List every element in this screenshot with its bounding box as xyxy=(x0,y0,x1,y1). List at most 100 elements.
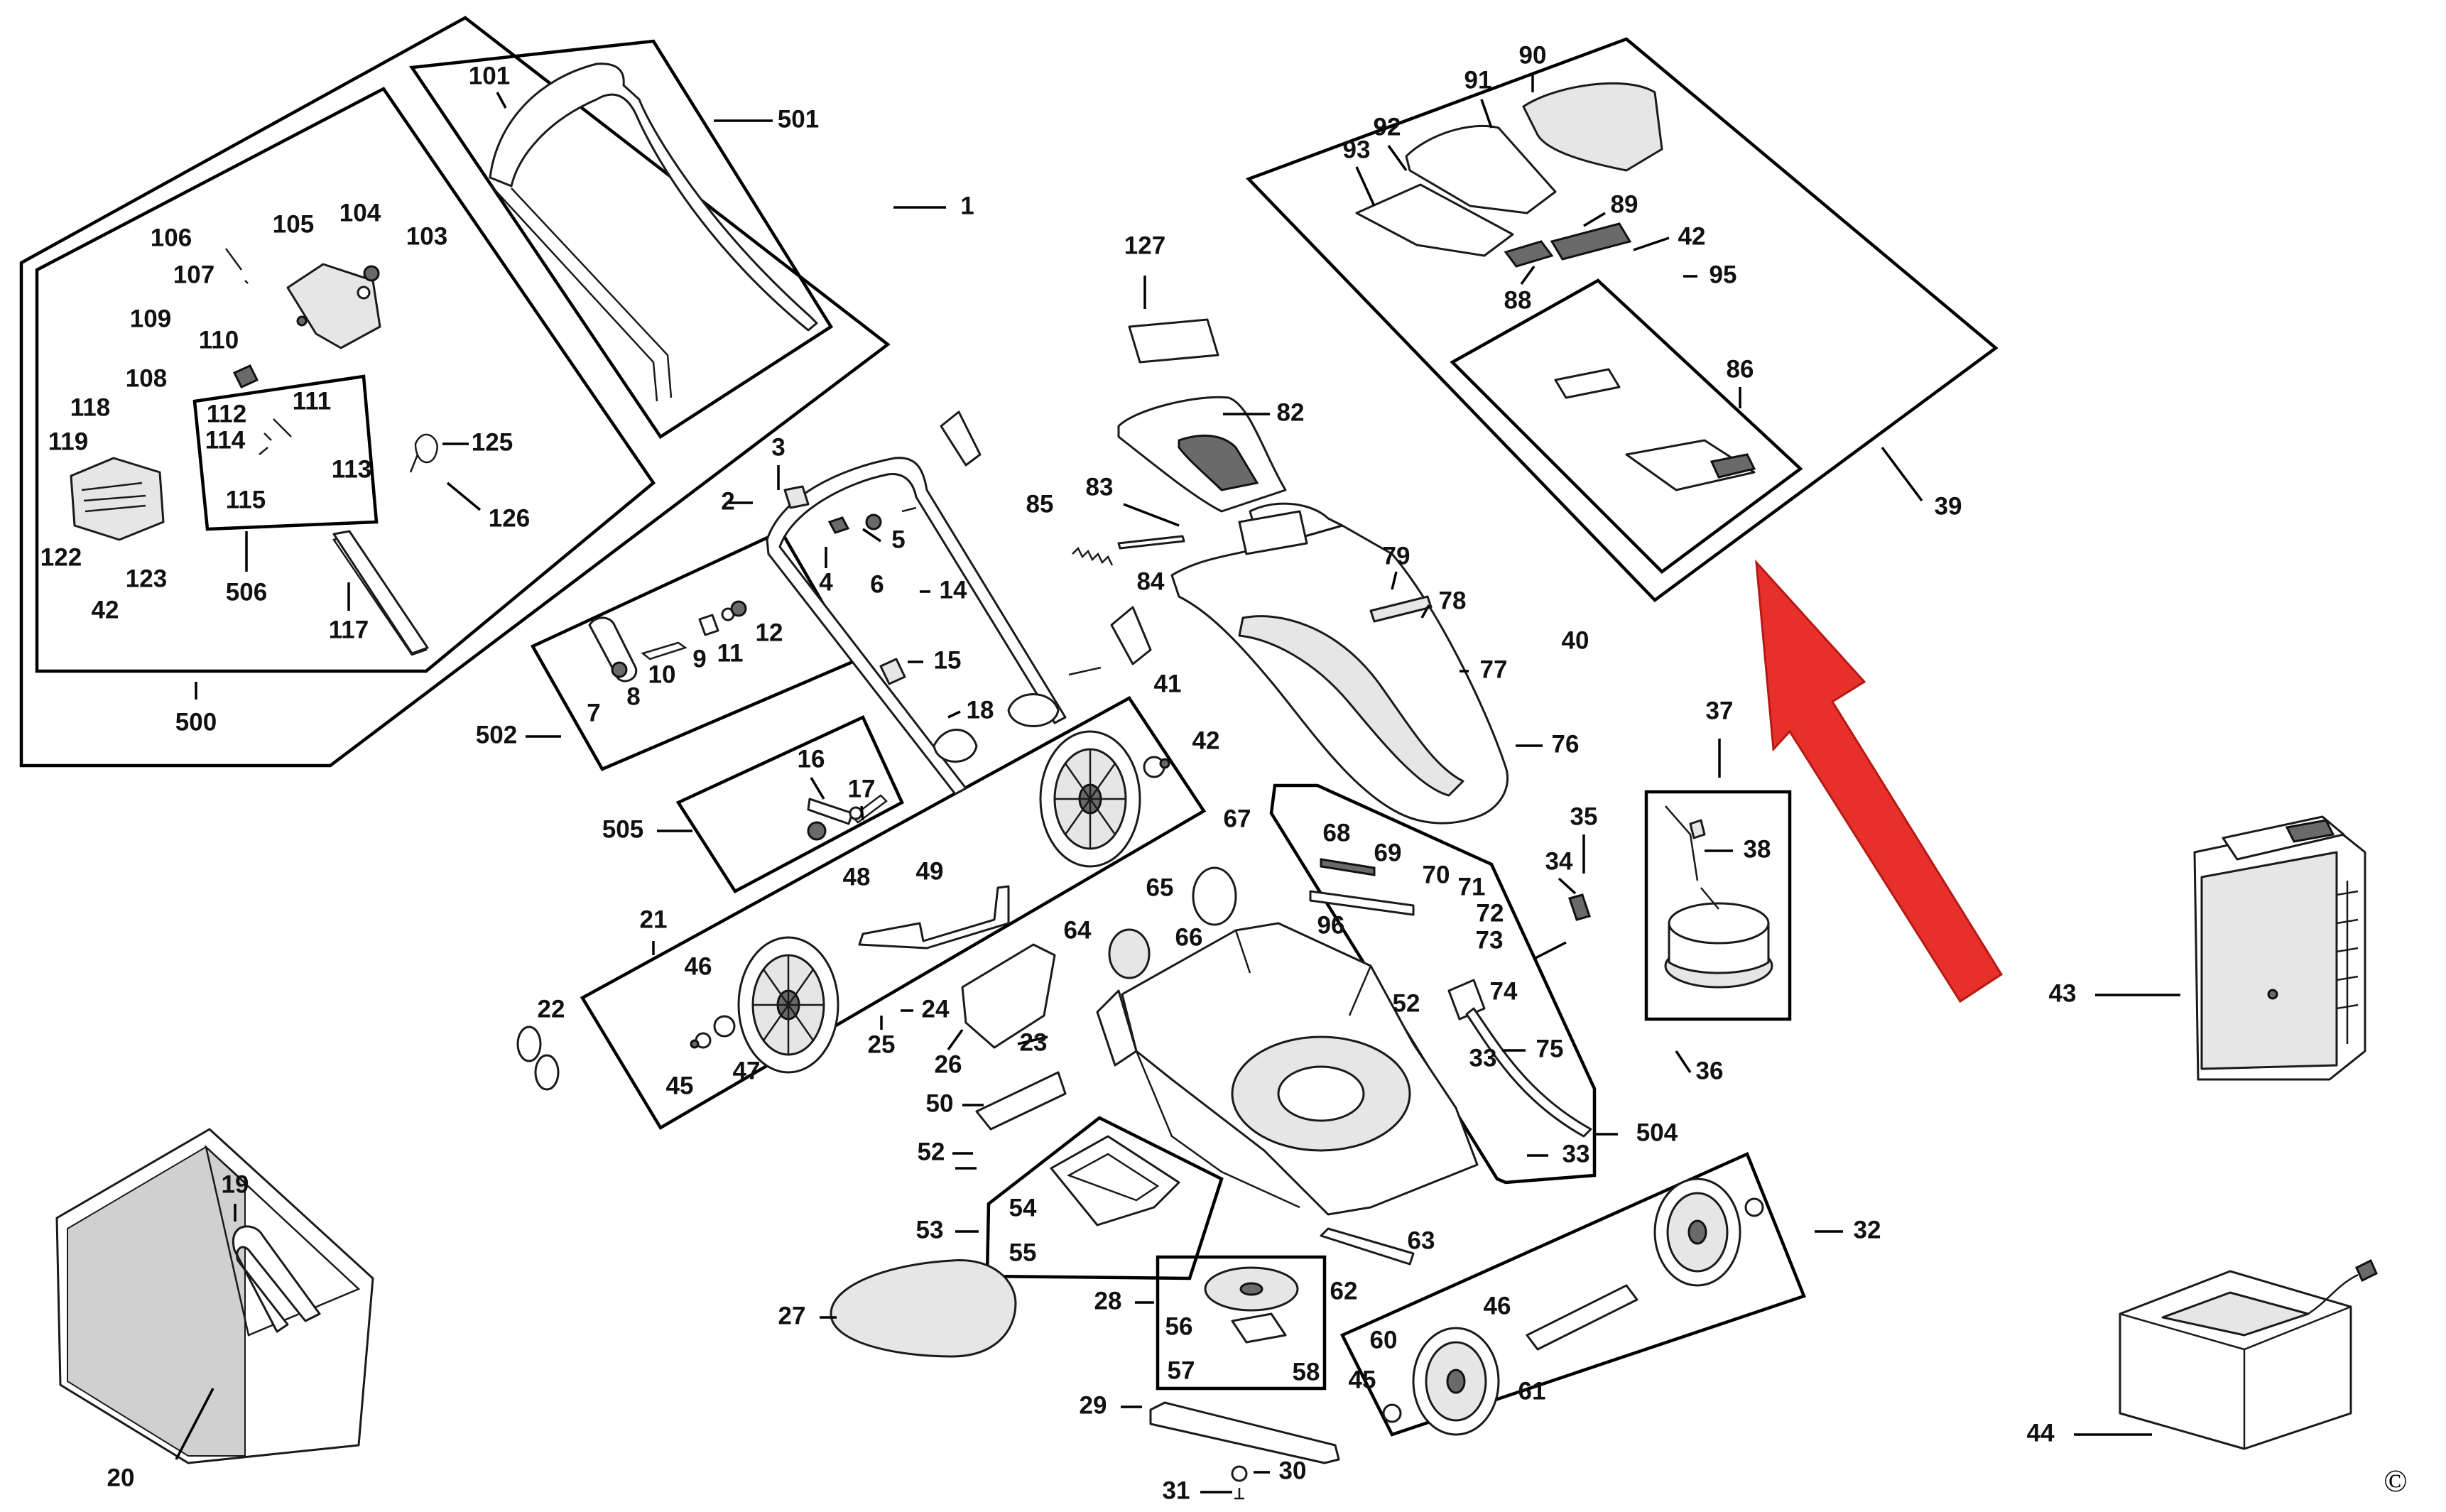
part-label-65: 65 xyxy=(1146,874,1174,901)
part-label-54: 54 xyxy=(1009,1194,1037,1222)
frame-37 xyxy=(1644,790,1792,1021)
part-label-46: 46 xyxy=(1484,1292,1511,1320)
part-label-502: 502 xyxy=(476,721,517,749)
strip-78-drawing xyxy=(1369,595,1433,623)
handle-lower-drawing xyxy=(766,410,1152,795)
part-label-21: 21 xyxy=(640,905,668,933)
wheel-rear-drawing xyxy=(1039,730,1170,868)
part-label-58: 58 xyxy=(1293,1358,1320,1386)
frame-wheels-21 xyxy=(580,696,1207,1131)
cover-82-window xyxy=(1178,434,1259,491)
part-label-127: 127 xyxy=(1124,232,1165,259)
part-label-42: 42 xyxy=(1192,727,1220,754)
part-label-53: 53 xyxy=(916,1216,944,1244)
part-label-85: 85 xyxy=(1026,490,1054,518)
part-label-122: 122 xyxy=(40,543,82,571)
part-label-16: 16 xyxy=(798,745,825,773)
part-label-77: 77 xyxy=(1480,656,1508,683)
part-label-111: 111 xyxy=(293,387,332,415)
part-label-62: 62 xyxy=(1330,1277,1358,1305)
part-label-112: 112 xyxy=(207,400,246,428)
part-label-66: 66 xyxy=(1175,923,1203,951)
part-label-43: 43 xyxy=(2049,979,2077,1007)
part-label-69: 69 xyxy=(1374,839,1402,866)
part-label-505: 505 xyxy=(602,815,643,843)
part-label-115: 115 xyxy=(226,486,266,513)
part-label-89: 89 xyxy=(1611,190,1638,218)
rod-84-drawing xyxy=(1117,535,1185,550)
lever-505-drawing xyxy=(807,794,888,841)
part-label-72: 72 xyxy=(1477,899,1504,927)
part-label-56: 56 xyxy=(1165,1312,1193,1340)
part-label-18: 18 xyxy=(967,696,994,724)
part-label-2: 2 xyxy=(721,487,734,515)
gear-35-drawing xyxy=(1568,893,1591,921)
part-label-20: 20 xyxy=(107,1464,135,1491)
flap-drawing xyxy=(961,943,1180,1227)
part-label-68: 68 xyxy=(1323,819,1351,847)
latch-25-drawing xyxy=(1238,510,1308,555)
part-label-96: 96 xyxy=(1317,911,1345,939)
frame-handle-501 xyxy=(409,39,834,440)
part-label-113: 113 xyxy=(332,455,371,483)
part-label-117: 117 xyxy=(329,616,369,643)
part-label-104: 104 xyxy=(339,199,381,227)
part-label-110: 110 xyxy=(199,326,239,354)
part-label-83: 83 xyxy=(1086,473,1114,501)
wheel-left-drawing xyxy=(690,936,839,1074)
part-label-52: 52 xyxy=(1393,989,1420,1017)
part-label-35: 35 xyxy=(1570,803,1598,830)
blade-drawing xyxy=(1149,1401,1340,1464)
part-label-88: 88 xyxy=(1504,286,1532,314)
frame-504 xyxy=(1269,783,1597,1185)
part-label-47: 47 xyxy=(733,1057,761,1084)
part-label-5: 5 xyxy=(891,526,905,553)
part-label-84: 84 xyxy=(1137,567,1165,595)
part-label-7: 7 xyxy=(587,699,600,727)
part-label-46: 46 xyxy=(685,952,712,980)
parts-504-drawing xyxy=(1309,858,1592,1138)
part-label-71: 71 xyxy=(1458,873,1486,901)
frame-battery-box-39 xyxy=(1245,37,1999,602)
part-label-8: 8 xyxy=(626,682,640,710)
spacers-drawing xyxy=(516,1026,560,1091)
part-label-6: 6 xyxy=(870,570,884,598)
leader-lines xyxy=(175,75,2180,1494)
part-label-125: 125 xyxy=(472,428,513,456)
deck-drawing xyxy=(1096,866,1479,1216)
part-label-39: 39 xyxy=(1935,492,1962,520)
part-label-504: 504 xyxy=(1636,1119,1678,1146)
part-label-41: 41 xyxy=(1154,670,1182,697)
rear-wheels-drawing xyxy=(1382,1177,1764,1436)
spring-85-drawing xyxy=(1072,546,1114,566)
part-label-79: 79 xyxy=(1383,542,1410,570)
motor-drawing xyxy=(1664,805,1773,989)
label-127-drawing xyxy=(1128,318,1219,364)
height-lever-drawing xyxy=(588,600,747,682)
part-label-118: 118 xyxy=(70,393,110,421)
part-label-57: 57 xyxy=(1168,1356,1195,1384)
part-label-60: 60 xyxy=(1370,1326,1398,1354)
part-label-501: 501 xyxy=(778,105,819,133)
part-label-22: 22 xyxy=(538,995,565,1023)
part-label-92: 92 xyxy=(1374,113,1401,141)
part-label-28: 28 xyxy=(1094,1287,1122,1315)
part-label-109: 109 xyxy=(130,305,171,332)
part-label-45: 45 xyxy=(666,1072,694,1099)
fan-drawing xyxy=(1204,1266,1299,1344)
part-label-126: 126 xyxy=(489,504,530,532)
parts-artwork xyxy=(55,62,2378,1500)
part-label-101: 101 xyxy=(469,62,510,89)
part-label-506: 506 xyxy=(226,578,267,606)
part-label-73: 73 xyxy=(1476,926,1504,954)
red-direction-arrow xyxy=(1755,559,2004,1004)
part-label-42: 42 xyxy=(92,596,119,624)
part-label-14: 14 xyxy=(940,576,967,604)
part-label-52: 52 xyxy=(918,1138,945,1165)
part-label-1: 1 xyxy=(960,192,974,219)
part-label-105: 105 xyxy=(273,210,314,238)
part-label-70: 70 xyxy=(1423,861,1450,888)
frame-86 xyxy=(1450,278,1803,574)
part-label-119: 119 xyxy=(48,428,88,455)
